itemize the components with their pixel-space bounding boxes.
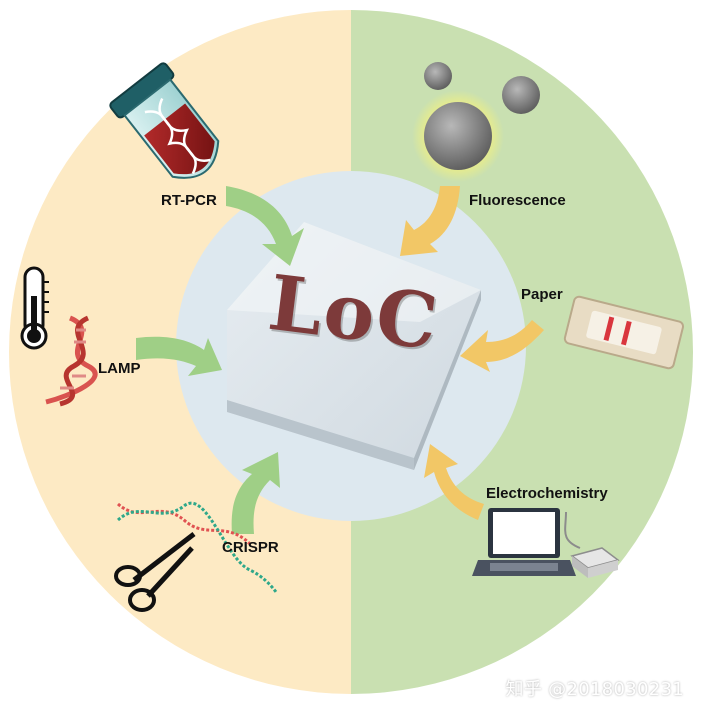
label-electrochemistry: Electrochemistry	[486, 485, 608, 502]
paper-strip-icon	[563, 295, 685, 370]
arrow-fluorescence	[400, 186, 460, 256]
dna-helix-icon	[45, 315, 98, 407]
arrow-lamp	[136, 336, 222, 376]
arrow-crispr	[231, 452, 280, 534]
label-paper: Paper	[521, 286, 563, 303]
virus-icon-medium	[502, 76, 540, 114]
laptop-icon	[472, 508, 576, 576]
crispr-dna-icon	[116, 501, 278, 593]
thermometer-icon	[20, 266, 49, 350]
scissors-icon	[114, 532, 196, 612]
label-fluorescence: Fluorescence	[469, 192, 566, 209]
potentiostat-icon	[564, 511, 620, 578]
arrow-paper	[460, 320, 544, 372]
label-crispr: CRISPR	[222, 539, 279, 556]
virus-icon-small	[424, 62, 452, 90]
watermark: 知乎 @2018030231	[505, 679, 684, 700]
label-lamp: LAMP	[98, 360, 141, 377]
virus-icon-large	[412, 90, 504, 182]
test-tube-icon	[109, 62, 220, 179]
arrow-rtpcr	[226, 186, 304, 266]
label-rtpcr: RT-PCR	[161, 192, 217, 209]
arrow-electrochemistry	[424, 444, 484, 520]
